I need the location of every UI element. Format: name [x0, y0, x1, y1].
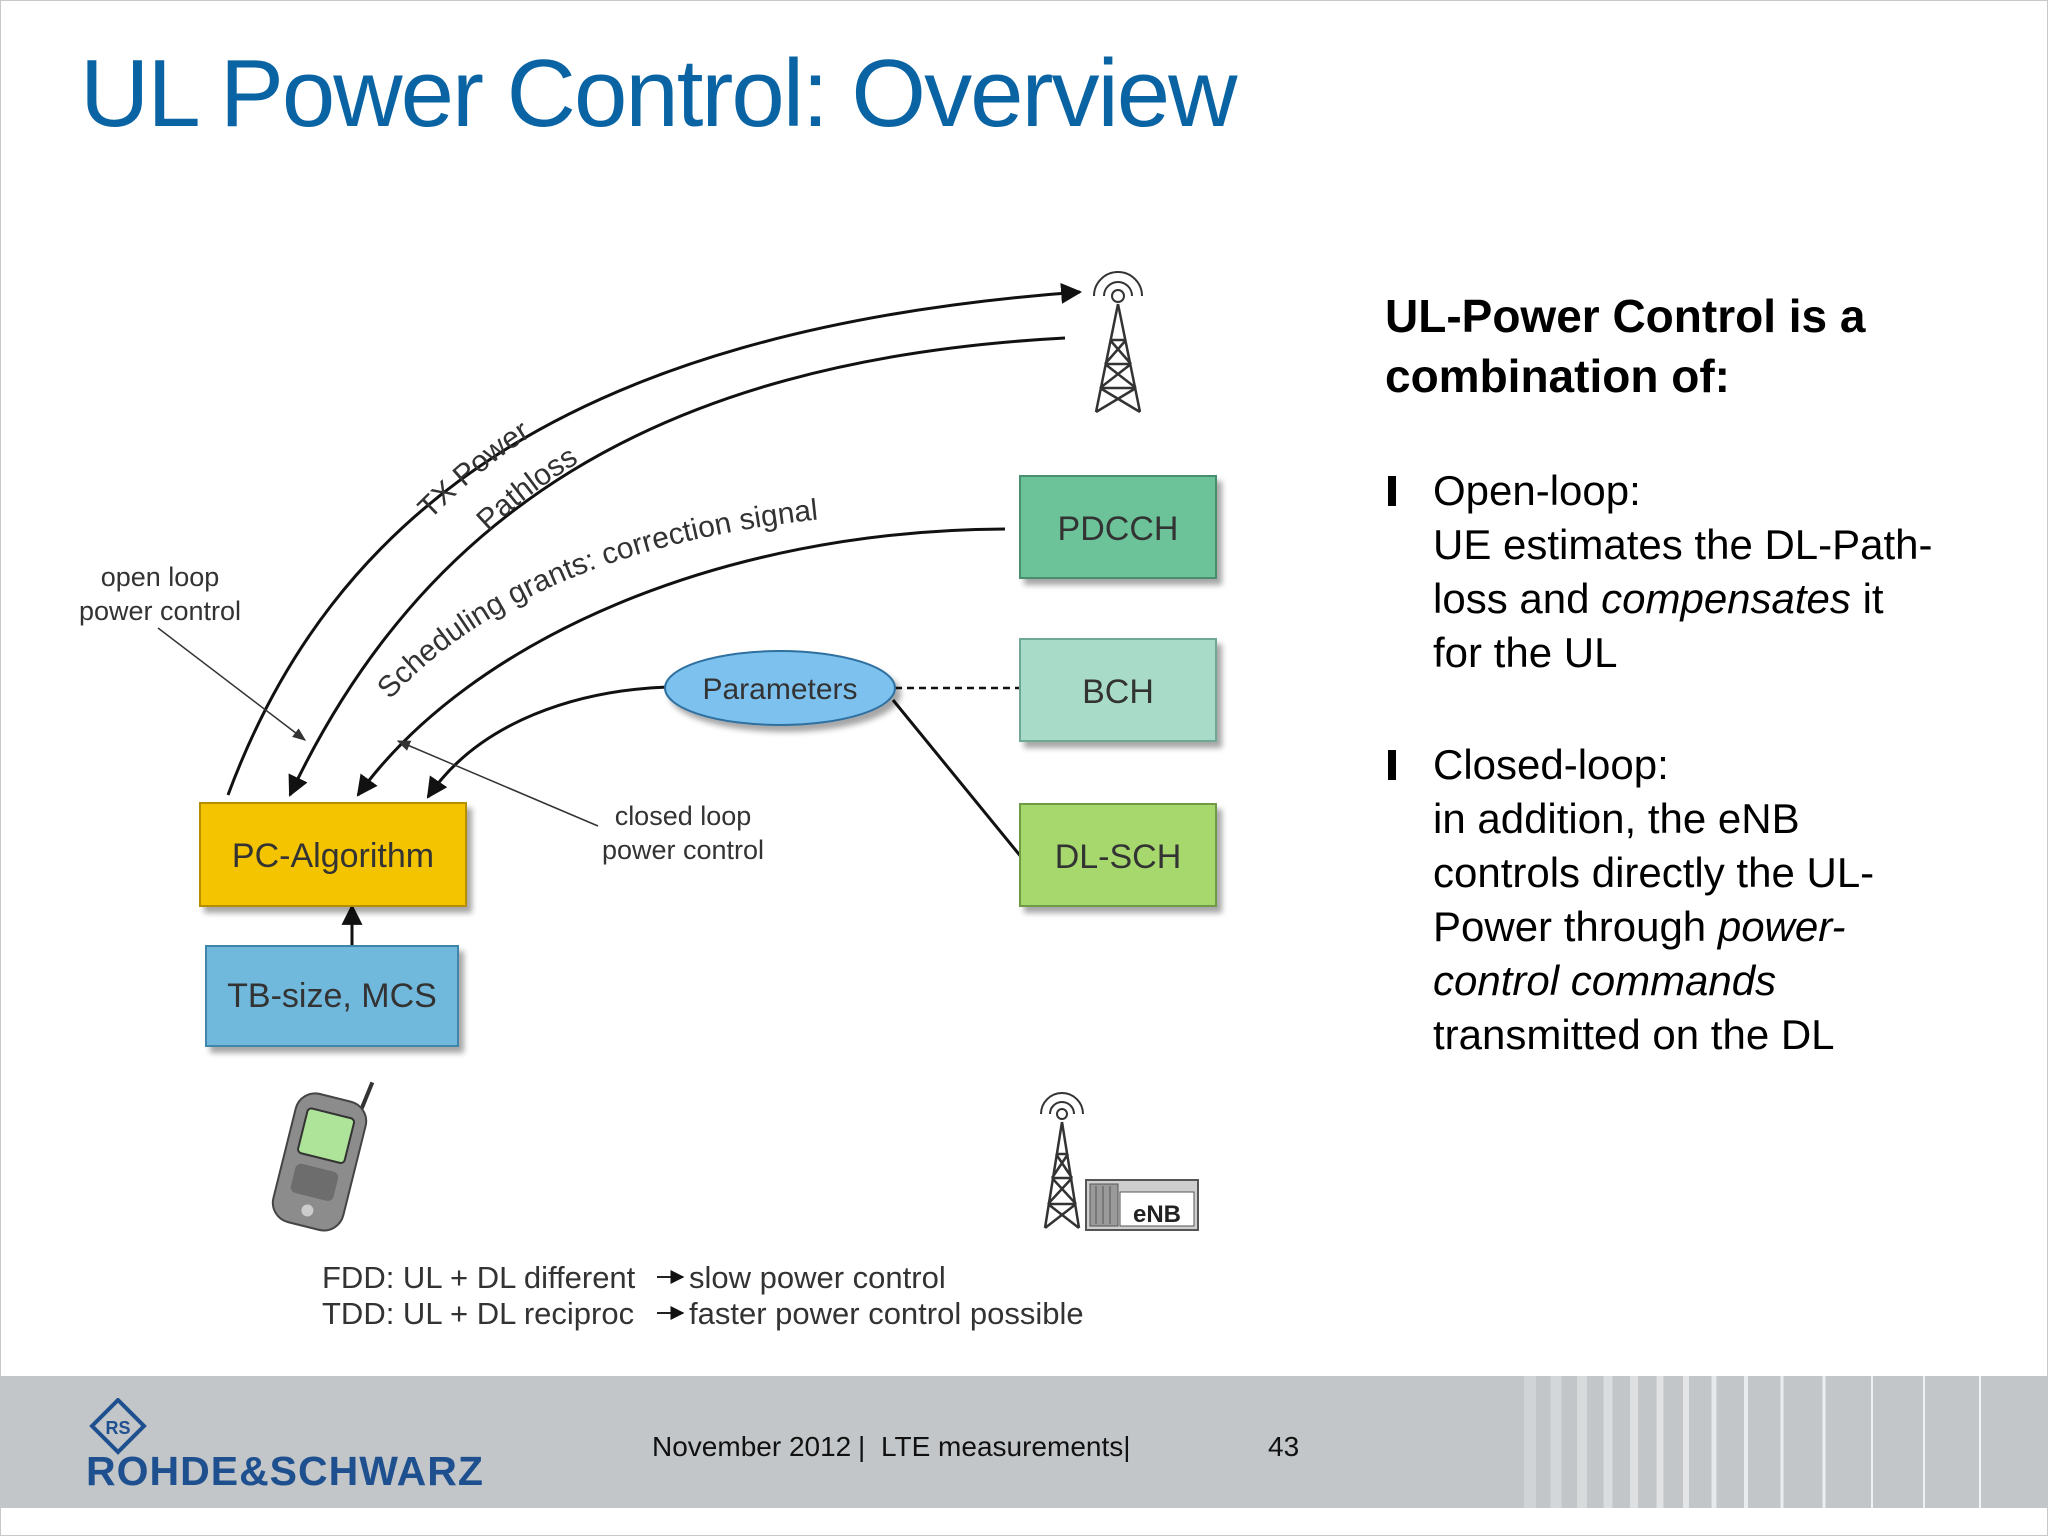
- fdd-note-left: FDD: UL + DL different: [322, 1260, 636, 1295]
- parameters-ellipse: Parameters: [664, 650, 896, 726]
- svg-text:RS: RS: [105, 1418, 130, 1438]
- tdd-note-left: TDD: UL + DL reciproc: [322, 1296, 634, 1331]
- summary-heading: UL-Power Control is a combination of:: [1385, 286, 2005, 406]
- pathloss-arc: [288, 336, 1066, 797]
- closed-loop-leader: [396, 740, 599, 827]
- tb-size-block: TB-size, MCS: [205, 945, 459, 1047]
- parameters-dlsch-link: [891, 699, 1024, 859]
- bullet-marker: [1388, 750, 1396, 780]
- open-loop-line-3: for the UL: [1433, 629, 1618, 676]
- enb-tower-icon: [1040, 1092, 1084, 1229]
- tower-icon: [1093, 271, 1143, 414]
- closed-loop-title: Closed-loop:: [1433, 741, 1669, 788]
- open-loop-bullet: Open-loop: UE estimates the DL-Path- los…: [1385, 464, 2005, 680]
- summary-heading-line-2: combination of:: [1385, 350, 1730, 402]
- tdd-note-right: faster power control possible: [689, 1296, 1084, 1331]
- pc-algorithm-block: PC-Algorithm: [199, 802, 467, 907]
- tx-power-arc: [226, 282, 1083, 796]
- summary-panel: UL-Power Control is a combination of: Op…: [1385, 286, 2005, 1120]
- fdd-note-right: slow power control: [689, 1260, 946, 1295]
- closed-loop-line-5: transmitted on the DL: [1433, 1011, 1835, 1058]
- open-loop-title: Open-loop:: [1433, 467, 1641, 514]
- footer-topic: LTE measurements|: [881, 1431, 1131, 1462]
- svg-text:Parameters: Parameters: [702, 673, 857, 706]
- footer-date: November 2012: [652, 1431, 852, 1462]
- svg-text:PDCCH: PDCCH: [1058, 510, 1179, 548]
- footer-page-number: 43: [1268, 1431, 1300, 1462]
- svg-text:DL-SCH: DL-SCH: [1055, 838, 1182, 876]
- power-control-diagram: TX Power Pathloss Scheduling grants: cor…: [79, 271, 1217, 1331]
- closed-loop-line-3: Power through power-: [1433, 903, 1846, 950]
- rohde-schwarz-logo: ROHDE&SCHWARZ: [86, 1448, 484, 1494]
- closed-loop-line-4: control commands: [1433, 957, 1777, 1004]
- closed-loop-line-1: in addition, the eNB: [1433, 795, 1800, 842]
- footer-separator: |: [858, 1431, 866, 1462]
- rohde-schwarz-diamond-icon: RS: [89, 1398, 147, 1455]
- closed-loop-label-1: closed loop: [615, 801, 752, 831]
- dlsch-block: DL-SCH: [1019, 803, 1217, 907]
- mobile-phone-icon: [271, 1081, 375, 1232]
- parameters-arc: [426, 685, 669, 799]
- enb-label: eNB: [1133, 1201, 1181, 1228]
- svg-text:TB-size, MCS: TB-size, MCS: [227, 977, 437, 1015]
- bch-block: BCH: [1019, 638, 1217, 742]
- open-loop-line-2: loss and compensates it: [1433, 575, 1884, 622]
- bullet-marker: [1388, 476, 1396, 506]
- svg-text:PC-Algorithm: PC-Algorithm: [232, 837, 434, 875]
- scheduling-arc: [356, 527, 1006, 797]
- open-loop-line-1: UE estimates the DL-Path-: [1433, 521, 1933, 568]
- closed-loop-line-2: controls directly the UL-: [1433, 849, 1875, 896]
- footer-bar: [0, 1376, 2048, 1508]
- closed-loop-bullet: Closed-loop: in addition, the eNB contro…: [1385, 738, 2005, 1062]
- enb-cabinet-icon: eNB: [1085, 1179, 1199, 1231]
- summary-heading-line-1: UL-Power Control is a: [1385, 290, 1866, 342]
- open-loop-label-2: power control: [79, 596, 241, 626]
- open-loop-leader: [157, 627, 307, 741]
- footer-stripes: [1524, 1376, 1981, 1508]
- pdcch-block: PDCCH: [1019, 475, 1217, 579]
- svg-text:BCH: BCH: [1082, 673, 1154, 711]
- open-loop-label-1: open loop: [101, 562, 220, 592]
- slide-title: UL Power Control: Overview: [80, 40, 1237, 147]
- closed-loop-label-2: power control: [602, 835, 764, 865]
